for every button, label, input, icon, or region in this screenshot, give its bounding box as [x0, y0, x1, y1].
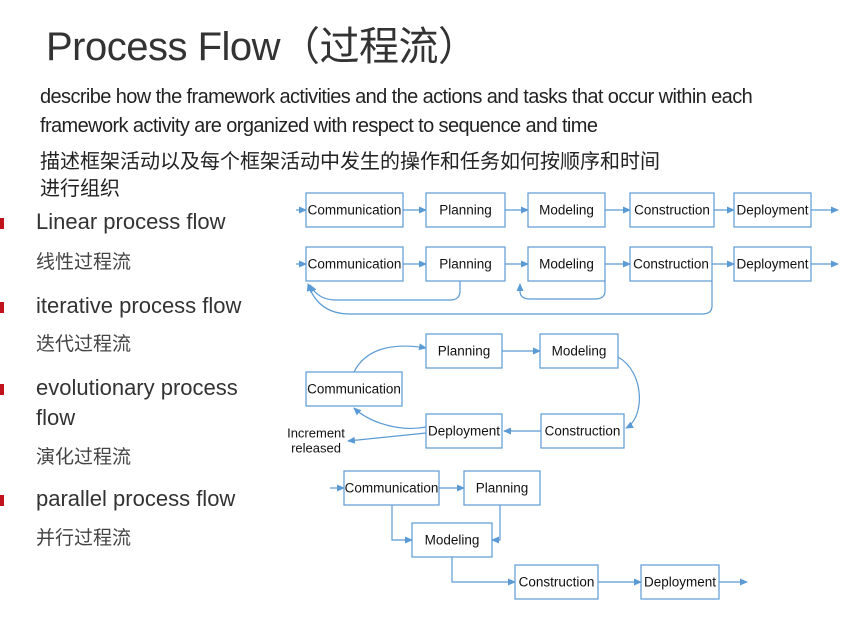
- parallel-planning-label: Planning: [476, 481, 529, 496]
- parallel-arrow-comm-model: [391, 505, 413, 544]
- evo-modeling-label: Modeling: [552, 344, 607, 359]
- iterative-deployment-label: Deployment: [736, 257, 808, 272]
- iterative-construction-box: [629, 246, 713, 282]
- parallel-planning-box: [463, 470, 541, 506]
- description-line-2: framework activity are organized with re…: [40, 115, 598, 137]
- increment-label-line2: released: [291, 441, 341, 456]
- iterative-modeling-box: [527, 246, 606, 282]
- parallel-deployment-box: [640, 564, 720, 600]
- bullet-marker-evolutionary: [0, 384, 4, 395]
- parallel-modeling-box: [411, 522, 493, 558]
- iterative-modeling-label: Modeling: [539, 257, 594, 272]
- iterative-planning-box: [425, 246, 506, 282]
- bullet-iterative-label: iterative process flow: [36, 293, 242, 318]
- evo-communication-label: Communication: [307, 382, 401, 397]
- evo-construction-box: [540, 413, 625, 449]
- linear-deployment-label: Deployment: [736, 203, 808, 218]
- bullet-linear-sub: 线性过程流: [36, 251, 132, 273]
- evo-planning-box: [425, 333, 503, 369]
- bullet-marker-iterative: [0, 302, 4, 313]
- parallel-communication-box: [343, 470, 440, 506]
- linear-construction-label: Construction: [634, 203, 710, 218]
- bullet-parallel-sub: 并行过程流: [36, 527, 132, 549]
- description-line-3: 描述框架活动以及每个框架活动中发生的操作和任务如何按顺序和时间: [40, 149, 660, 173]
- linear-communication-label: Communication: [308, 203, 402, 218]
- evo-communication-box: [305, 371, 403, 407]
- parallel-modeling-label: Modeling: [425, 533, 480, 548]
- linear-planning-label: Planning: [439, 203, 492, 218]
- bullet-marker-linear: [0, 218, 4, 229]
- iterative-communication-box: [305, 246, 404, 282]
- linear-modeling-label: Modeling: [539, 203, 594, 218]
- parallel-communication-label: Communication: [345, 481, 439, 496]
- page-title: Process Flow（过程流）: [46, 25, 478, 69]
- linear-deployment-box: [733, 192, 812, 228]
- bullet-evolutionary-sub: 演化过程流: [36, 446, 132, 468]
- iterative-planning-label: Planning: [439, 257, 492, 272]
- bullet-parallel-label: parallel process flow: [36, 486, 236, 511]
- evo-arrow-increment: [347, 432, 427, 444]
- evo-deployment-label: Deployment: [428, 424, 500, 439]
- linear-communication-box: [305, 192, 404, 228]
- linear-modeling-box: [527, 192, 606, 228]
- evo-arrow-deploy-comm: [353, 407, 427, 429]
- bullet-evolutionary-label-1: evolutionary process: [36, 375, 238, 400]
- parallel-arrow-model-construct: [451, 557, 516, 586]
- description-line-4: 进行组织: [40, 176, 120, 200]
- bullet-linear-label: Linear process flow: [36, 209, 226, 234]
- evo-construction-label: Construction: [545, 424, 621, 439]
- parallel-arrow-plan-model: [491, 505, 501, 544]
- bullet-marker-parallel: [0, 495, 4, 506]
- linear-planning-box: [425, 192, 506, 228]
- iterative-construction-label: Construction: [633, 257, 709, 272]
- iterative-deployment-box: [733, 246, 812, 282]
- parallel-construction-label: Construction: [519, 575, 595, 590]
- increment-label-line1: Increment: [287, 426, 345, 441]
- parallel-construction-box: [514, 564, 599, 600]
- evo-arrow-comm-plan: [353, 343, 427, 373]
- evo-modeling-box: [539, 333, 619, 369]
- iterative-loop-planning: [309, 281, 461, 301]
- evo-planning-label: Planning: [438, 344, 491, 359]
- bullet-iterative-sub: 迭代过程流: [36, 333, 132, 355]
- bullet-evolutionary-label-2: flow: [36, 405, 76, 430]
- description-line-1: describe how the framework activities an…: [40, 86, 753, 108]
- iterative-loop-construction: [516, 281, 606, 300]
- evo-arrow-model-construct: [617, 356, 640, 429]
- iterative-communication-label: Communication: [308, 257, 402, 272]
- evo-deployment-box: [425, 413, 503, 449]
- linear-construction-box: [629, 192, 715, 228]
- parallel-deployment-label: Deployment: [644, 575, 716, 590]
- iterative-loop-deployment: [306, 281, 713, 315]
